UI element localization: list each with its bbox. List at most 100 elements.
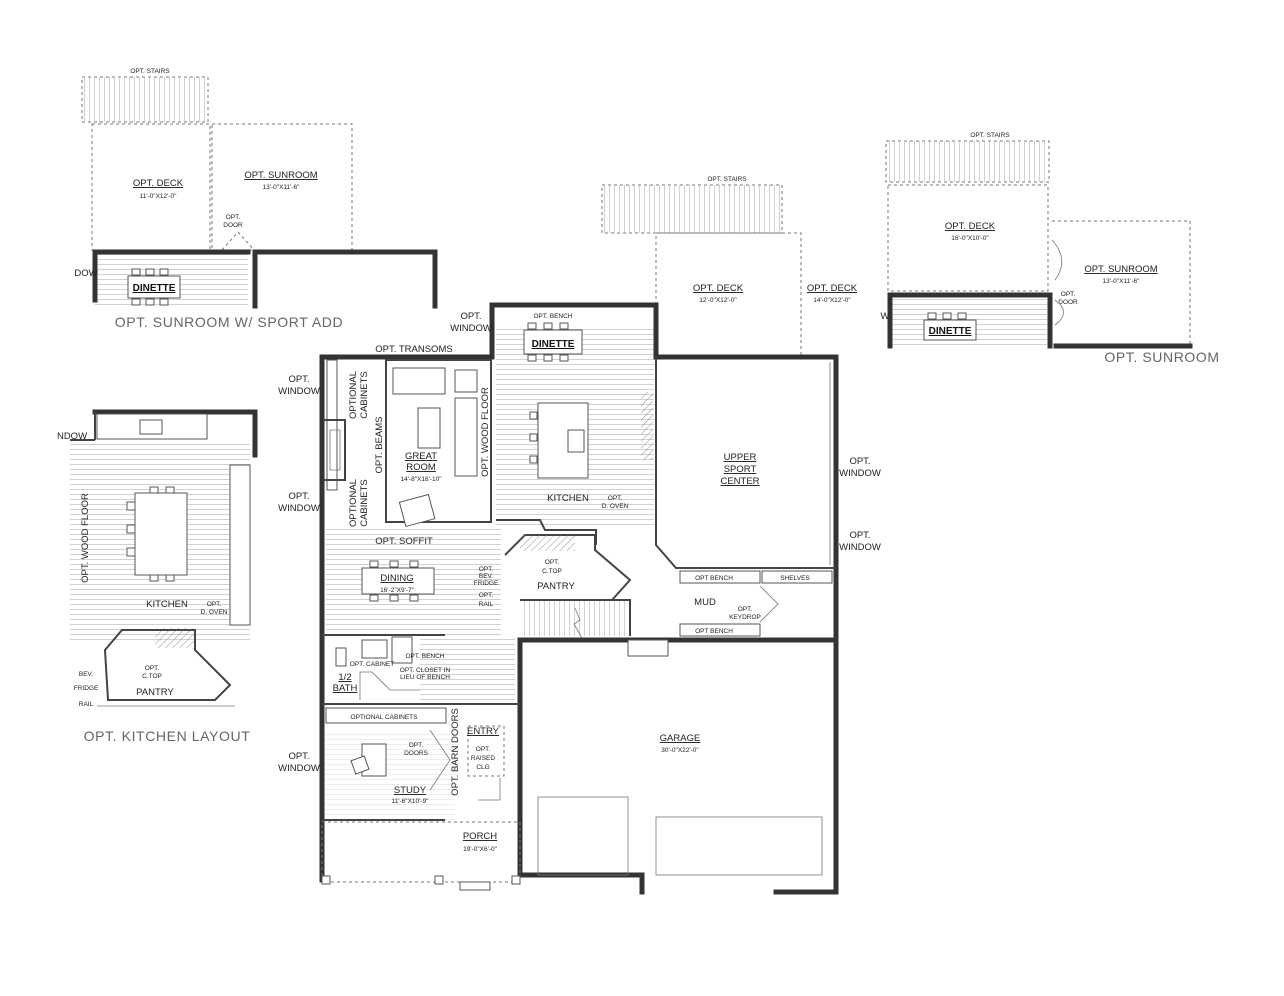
label-raised-b: RAISED (471, 755, 496, 762)
dim-deck-right: 16'-0"X10'-0" (951, 235, 989, 242)
label-dow: DOW (74, 268, 97, 279)
label-c-top-left-a: OPT. (145, 665, 160, 672)
label-kitchen-left: KITCHEN (146, 599, 188, 610)
label-raised-a: OPT. (476, 746, 491, 753)
dim-sunroom-left: 13'-0"X11'-6" (263, 184, 301, 191)
label-c-top-left-b: C.TOP (142, 673, 162, 680)
label-cabinets-bot: CABINETS (359, 479, 370, 527)
label-raised-c: CLG (476, 764, 489, 771)
label-bath: BATH (333, 683, 358, 694)
label-opt-door-right-b: DOOR (1058, 299, 1078, 306)
label-dinette-left: DINETTE (133, 283, 176, 294)
label-opt-window-usc2-a: OPT. (849, 530, 870, 541)
label-opt-stairs-main: OPT. STAIRS (707, 176, 747, 183)
label-opt-window-usc2-b: WINDOW (839, 542, 881, 553)
caption-kitchen-layout: OPT. KITCHEN LAYOUT (84, 728, 251, 744)
label-sport: SPORT (724, 464, 757, 475)
label-ndow: NDOW (57, 431, 87, 442)
label-opt-closet-a: OPT. CLOSET IN (400, 667, 451, 674)
label-opt-doors-b: DOORS (404, 750, 429, 757)
caption-sunroom: OPT. SUNROOM (1104, 349, 1219, 365)
label-dinette-main: DINETTE (532, 339, 575, 350)
label-opt-bev-b: BEV. (479, 573, 493, 580)
label-opt-ctop-b: C.TOP (542, 568, 562, 575)
dim-dining: 16'-2"X9'-7" (380, 587, 415, 594)
label-opt-window-gr2-a: OPT. (288, 491, 309, 502)
label-opt-deck: OPT. DECK (133, 178, 184, 189)
label-opt-bev-a: OPT. (479, 566, 494, 573)
label-opt-ctop-a: OPT. (545, 559, 560, 566)
label-great: GREAT (405, 451, 437, 462)
label-opt-deck-right: OPT. DECK (945, 221, 996, 232)
label-room: ROOM (406, 462, 436, 473)
label-opt-barn-doors: OPT. BARN DOORS (450, 708, 461, 796)
label-opt-window-study-b: WINDOW (278, 763, 320, 774)
dim-great-room: 14'-8"X16'-10" (400, 476, 442, 483)
dim-garage: 30'-0"X22'-0" (661, 747, 699, 754)
label-opt-stairs: OPT. STAIRS (130, 68, 170, 75)
label-rail-left: RAIL (79, 701, 94, 708)
label-opt-window-study-a: OPT. (288, 751, 309, 762)
label-opt-wood-floor-main: OPT. WOOD FLOOR (480, 387, 491, 477)
label-keydrop: KEYDROP (729, 614, 761, 621)
label-mud: MUD (694, 597, 716, 608)
label-opt-window-top-b: WINDOW (450, 323, 492, 334)
label-opt-cabinet: OPT. CABINET (350, 661, 394, 668)
label-opt-window-usc-a: OPT. (849, 456, 870, 467)
label-opt-transoms: OPT. TRANSOMS (375, 344, 452, 355)
label-opt-door-a: OPT. (226, 214, 241, 221)
label-dinette-right: DINETTE (929, 326, 972, 337)
label-opt-rail-a: OPT. (479, 592, 494, 599)
label-pantry-main: PANTRY (537, 581, 575, 592)
dim-deck-wide: 14'-0"X12'-0" (813, 297, 851, 304)
label-opt-stairs-right: OPT. STAIRS (970, 132, 1010, 139)
dim-sunroom-right: 13'-0"X11'-6" (1103, 278, 1141, 285)
label-opt-soffit: OPT. SOFFIT (375, 536, 433, 547)
label-opt-rail-b: RAIL (479, 601, 494, 608)
label-kitchen-main: KITCHEN (547, 493, 589, 504)
inset-sunroom-sport-add: OPT. STAIRS OPT. DECK 11'-0"X12'-0" OPT.… (74, 68, 438, 330)
label-opt-window-gr-b: WINDOW (278, 386, 320, 397)
inset-kitchen-layout: OPT. WOOD FLOOR KITCHEN OPT. D. OVEN OPT… (57, 409, 258, 744)
label-garage: GARAGE (660, 733, 701, 744)
label-opt-window-gr-a: OPT. (288, 374, 309, 385)
label-opt-bench-bath: OPT. BENCH (405, 653, 444, 660)
label-opt-left: OPT. (207, 601, 222, 608)
label-opt-fridge: FRIDGE (474, 580, 499, 587)
label-opt-beams: OPT. BEAMS (374, 416, 385, 473)
label-optional-cabinets: OPTIONAL CABINETS (351, 714, 419, 721)
label-center: CENTER (720, 476, 759, 487)
dim-deck-left: 11'-0"X12'-0" (140, 193, 178, 200)
dim-study: 11'-6"X10'-9" (392, 798, 430, 805)
label-d-oven-left: D. OVEN (201, 609, 228, 616)
label-upper: UPPER (724, 452, 757, 463)
label-opt-closet-b: LIEU OF BENCH (400, 674, 450, 681)
label-opt-bench-mud-top: OPT BENCH (695, 575, 733, 582)
label-opt-door-b: DOOR (223, 222, 243, 229)
label-entry: ENTRY (467, 726, 500, 737)
label-w: W (881, 311, 890, 322)
inset-sunroom: OPT. STAIRS OPT. DECK 16'-0"X10'-0" OPT.… (881, 132, 1220, 365)
label-cabinets-top: CABINETS (359, 371, 370, 419)
label-opt-wood-floor-left: OPT. WOOD FLOOR (80, 493, 91, 583)
label-study: STUDY (394, 785, 427, 796)
caption-sunroom-sport-add: OPT. SUNROOM W/ SPORT ADD (115, 314, 343, 330)
dim-porch: 19'-0"X6'-0" (463, 846, 498, 853)
label-pantry-left: PANTRY (136, 687, 174, 698)
label-opt-bench-mud-bot: OPT BENCH (695, 628, 733, 635)
label-half: 1/2 (338, 672, 351, 683)
label-optional-bot: OPTIONAL (348, 479, 359, 527)
label-opt-window-gr2-b: WINDOW (278, 503, 320, 514)
label-optional-top-a: OPTIONAL (348, 371, 359, 419)
label-dining: DINING (380, 573, 413, 584)
label-opt-sunroom-right: OPT. SUNROOM (1084, 264, 1157, 275)
label-opt-doven-main: OPT. (608, 495, 623, 502)
dim-deck-main: 12'-0"X12'-0" (699, 297, 737, 304)
label-opt-window-top-a: OPT. (460, 311, 481, 322)
label-doven-main: D. OVEN (602, 503, 629, 510)
label-fridge-left: FRIDGE (74, 685, 99, 692)
label-opt-window-usc-b: WINDOW (839, 468, 881, 479)
label-porch: PORCH (463, 831, 497, 842)
label-shelves: SHELVES (780, 575, 810, 582)
